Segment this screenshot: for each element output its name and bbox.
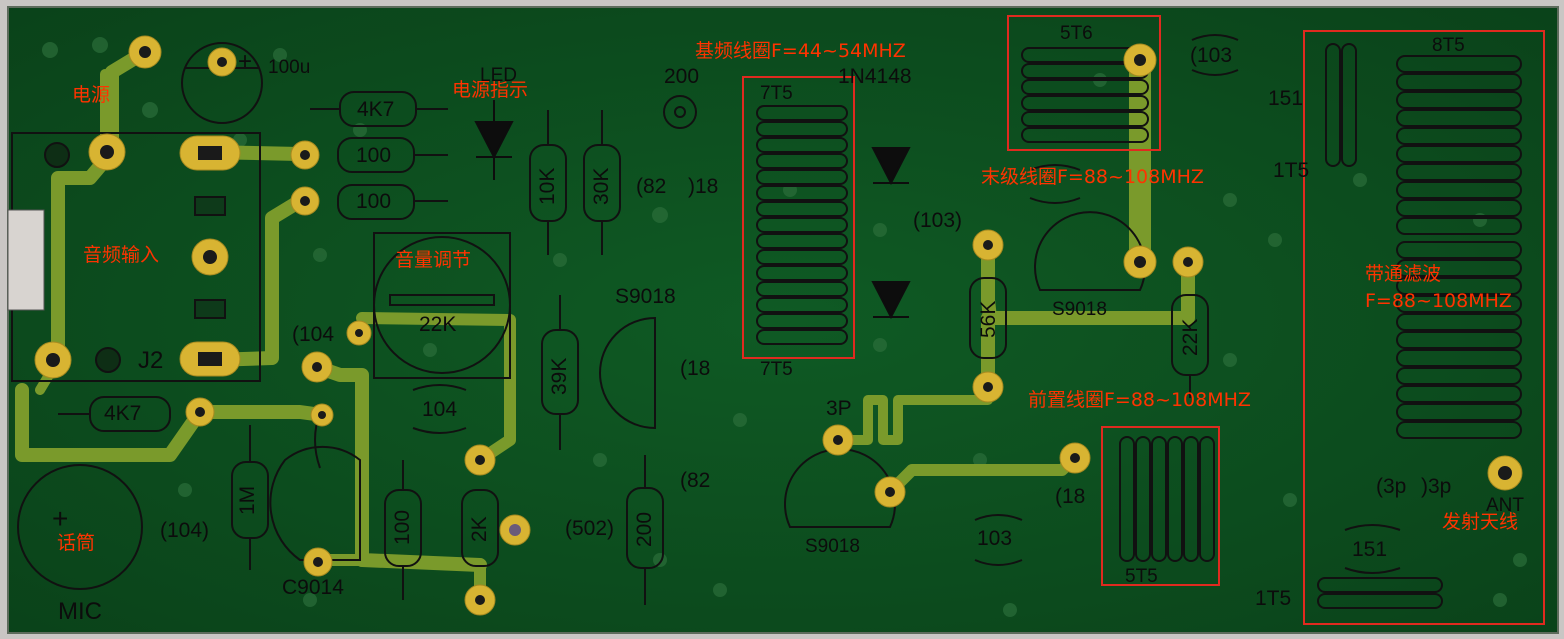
- label-mic-plus: +: [52, 503, 69, 534]
- label-coil-7t5-bottom: 7T5: [760, 359, 793, 380]
- coil-7t5: [756, 105, 848, 345]
- label-s9018-left: S9018: [615, 285, 676, 308]
- label-cap-18-right: (18: [1055, 485, 1086, 508]
- mic-outline: [17, 464, 143, 590]
- label-cap-3p-b: )3p: [1421, 475, 1452, 498]
- label-coil-7t5-top: 7T5: [760, 83, 793, 104]
- label-cap-3p-mid: 3P: [826, 397, 852, 420]
- diode-symbols: [474, 100, 911, 320]
- resistor-outlines: [58, 91, 1209, 605]
- unplated-pads: [44, 142, 226, 373]
- label-cap-3p-a: (3p: [1376, 475, 1407, 498]
- capacitor-arcs: [314, 34, 1401, 574]
- annotation-mic: 话筒: [57, 532, 96, 554]
- j2-edge-tab: [7, 209, 45, 311]
- label-cap-100u: 100u: [268, 57, 311, 78]
- label-coil-1t5-bottom: 1T5: [1255, 587, 1292, 610]
- label-cap-104-mid: (104: [292, 323, 335, 346]
- annotation-antenna: 发射天线: [1442, 511, 1519, 533]
- label-r-22k-vertical: 22K: [1179, 318, 1202, 356]
- label-r-2k: 2K: [468, 516, 491, 542]
- label-cap-151-top: 151: [1268, 87, 1304, 110]
- coil-8t5: [1396, 55, 1522, 439]
- annotation-pre-coil: 前置线圈F=88~108MHZ: [1028, 389, 1251, 411]
- label-led: LED: [480, 65, 517, 86]
- coil-5t5: [1119, 436, 1215, 562]
- label-r-100-a: 100: [356, 144, 392, 167]
- label-cap-103-diode: (103): [913, 209, 963, 232]
- cap-100u-outline: [181, 42, 263, 124]
- label-r-39k: 39K: [548, 357, 571, 395]
- label-r-100-b: 100: [356, 190, 392, 213]
- label-coil-8t5: 8T5: [1432, 35, 1465, 56]
- label-c9014: C9014: [282, 576, 344, 599]
- label-plus: +: [238, 48, 253, 75]
- label-cap-82-bottom: (82: [680, 469, 711, 492]
- label-r-1m: 1M: [236, 485, 259, 515]
- coil-1t5: [1317, 43, 1443, 609]
- label-r-100-vertical: 100: [391, 509, 414, 545]
- annotation-frames: [742, 15, 1545, 625]
- solder-pads: [34, 35, 1523, 616]
- pad-holes: [46, 46, 1512, 605]
- annotation-final-coil: 末级线圈F=88~108MHZ: [981, 166, 1204, 188]
- label-cap-18-left: (18: [680, 357, 711, 380]
- label-cap-18-top: )18: [688, 175, 719, 198]
- label-coil-1t5-top: 1T5: [1273, 159, 1310, 182]
- label-s9018-bottom: S9018: [805, 536, 860, 557]
- annotation-volume: 音量调节: [395, 249, 472, 271]
- label-cap-103-bottom: 103: [977, 527, 1013, 550]
- trimmer-200: [663, 95, 697, 129]
- label-r-4k7-top: 4K7: [357, 98, 395, 121]
- label-cap-502: (502): [565, 517, 615, 540]
- annotation-audio-input: 音频输入: [83, 244, 160, 266]
- label-mic: MIC: [58, 598, 102, 625]
- label-r-10k: 10K: [536, 167, 559, 205]
- label-r-4k7-bottom: 4K7: [104, 402, 142, 425]
- annotation-base-coil: 基频线圈F=44~54MHZ: [695, 40, 906, 62]
- label-ant: ANT: [1486, 495, 1524, 516]
- label-r-30k: 30K: [590, 167, 613, 205]
- label-s9018-right: S9018: [1052, 299, 1107, 320]
- annotation-power-indicator: 电源指示: [452, 79, 529, 101]
- label-cap-103-top: (103: [1190, 44, 1233, 67]
- label-cap-82-top: (82: [636, 175, 667, 198]
- label-r-200-vertical: 200: [633, 511, 656, 547]
- label-cap-104-small: 104: [422, 398, 458, 421]
- label-1n4148: 1N4148: [838, 65, 912, 88]
- annotation-power: 电源: [72, 84, 111, 106]
- label-cap-104-left: (104): [160, 519, 210, 542]
- label-r-56k: 56K: [977, 300, 1000, 338]
- label-pot-22k: 22K: [419, 313, 457, 336]
- label-coil-5t6: 5T6: [1060, 23, 1093, 44]
- annotation-bandpass-freq: F=88~108MHZ: [1365, 290, 1512, 312]
- label-coil-5t5: 5T5: [1125, 566, 1158, 587]
- via-holes: [42, 37, 1527, 617]
- label-j2: J2: [138, 347, 164, 374]
- annotation-bandpass-title: 带通滤波: [1365, 263, 1442, 285]
- label-cap-151-bottom: 151: [1352, 538, 1388, 561]
- label-trimmer-200: 200: [664, 65, 700, 88]
